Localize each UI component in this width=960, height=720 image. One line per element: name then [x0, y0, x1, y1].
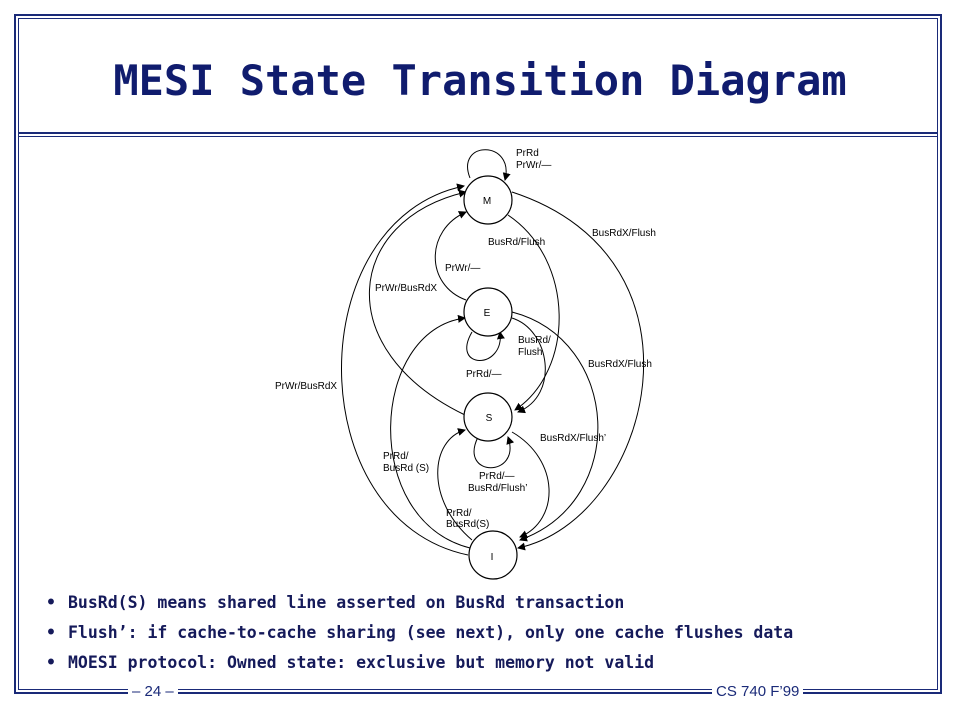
state-s-node — [463, 392, 513, 442]
state-m-label: M — [483, 196, 491, 207]
state-m-node — [463, 175, 513, 225]
bullet-text: BusRd(S) means shared line asserted on B… — [68, 593, 625, 612]
bullet-text: Flush’: if cache-to-cache sharing (see n… — [68, 623, 794, 642]
edge-m-to-s — [507, 214, 560, 411]
slide-frame-outer — [14, 14, 942, 694]
bullet-item: •Flush’: if cache-to-cache sharing (see … — [46, 623, 794, 642]
edge-e-to-m — [434, 211, 467, 301]
label-i-to-s-1: PrRd/ — [446, 508, 472, 519]
state-e-label: E — [484, 308, 491, 319]
edge-s-to-i — [511, 431, 550, 538]
label-e-self: PrRd/— — [466, 369, 502, 380]
bullet-list: •BusRd(S) means shared line asserted on … — [46, 588, 946, 678]
slide-frame-inner — [18, 18, 938, 690]
title-divider-thin — [18, 136, 938, 137]
edge-e-self — [466, 331, 505, 361]
label-s-to-m: PrWr/BusRdX — [375, 283, 437, 294]
label-s-to-i: BusRdX/Flush’ — [540, 433, 606, 444]
edge-e-to-s — [511, 317, 546, 414]
edge-i-to-e — [390, 314, 471, 549]
label-e-to-m: PrWr/— — [445, 263, 480, 274]
bullet-item: •MOESI protocol: Owned state: exclusive … — [46, 653, 655, 672]
bullet-text: MOESI protocol: Owned state: exclusive b… — [68, 653, 655, 672]
label-m-to-i: BusRdX/Flush — [592, 228, 656, 239]
edge-m-self — [467, 149, 511, 181]
label-m-self-2: PrWr/— — [516, 160, 551, 171]
edge-m-to-i — [511, 191, 644, 551]
course-label: CS 740 F’99 — [712, 683, 804, 700]
label-e-to-s-1: BusRd/ — [518, 335, 551, 346]
edge-s-self — [473, 436, 515, 469]
edge-e-to-i — [511, 311, 599, 542]
label-m-to-s: BusRd/Flush — [488, 237, 545, 248]
label-m-self: PrRd — [516, 148, 539, 159]
label-e-to-s-2: Flush — [518, 347, 542, 358]
label-i-to-e-1: PrRd/ — [383, 451, 409, 462]
label-i-to-s-2: BusRd(S) — [446, 519, 489, 530]
edge-s-to-m — [368, 189, 467, 416]
page-number: – 24 – — [128, 683, 178, 700]
label-i-to-e-2: BusRd (S) — [383, 463, 429, 474]
state-i-node — [468, 530, 518, 580]
edge-i-to-s — [437, 428, 473, 541]
state-i-label: I — [491, 552, 494, 563]
label-i-to-m: PrWr/BusRdX — [275, 381, 337, 392]
title-divider — [18, 132, 938, 134]
edge-i-to-m — [341, 183, 469, 556]
label-e-to-i: BusRdX/Flush — [588, 359, 652, 370]
label-s-self-1: PrRd/— — [479, 471, 515, 482]
state-e-node — [463, 287, 513, 337]
bullet-item: •BusRd(S) means shared line asserted on … — [46, 593, 625, 612]
slide-title: MESI State Transition Diagram — [113, 56, 847, 105]
label-s-self-2: BusRd/Flush’ — [468, 483, 527, 494]
state-s-label: S — [486, 413, 493, 424]
